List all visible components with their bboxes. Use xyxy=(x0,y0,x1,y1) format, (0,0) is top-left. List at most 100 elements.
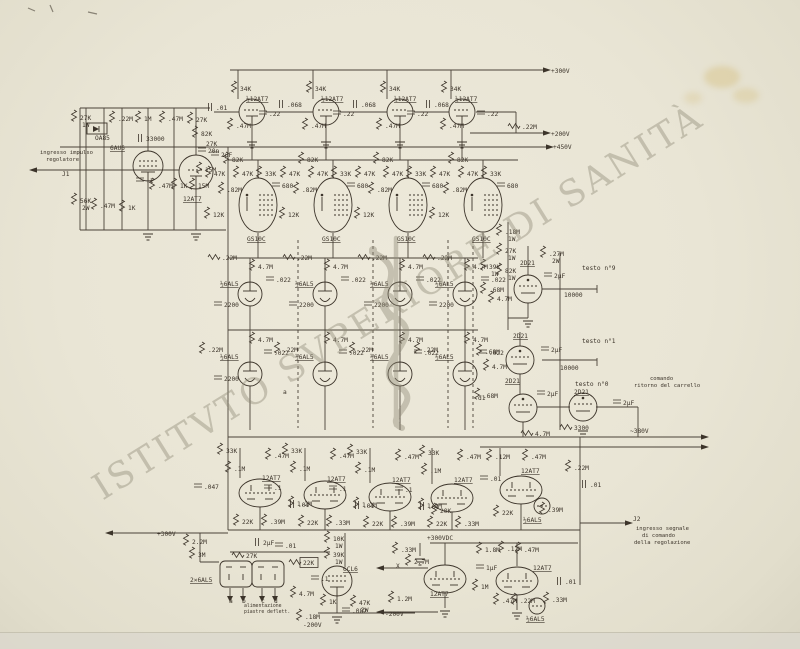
component-label: 34K xyxy=(315,86,326,93)
component-label: 680 xyxy=(432,183,443,190)
resistor-symbol xyxy=(430,502,438,515)
vacuum-tube-tri xyxy=(312,98,340,126)
resistor-symbol xyxy=(390,515,398,528)
paper-stain xyxy=(733,88,759,103)
component-label: 22K xyxy=(303,560,314,567)
resistor-symbol xyxy=(457,165,465,178)
component-label: .068 xyxy=(361,102,376,109)
capacitor-symbol xyxy=(480,475,488,480)
vacuum-tube-twin xyxy=(495,566,539,596)
vacuum-tube-sm xyxy=(528,597,546,615)
component-label: 27K xyxy=(80,115,91,122)
resistor-symbol xyxy=(497,540,505,553)
component-label: regolatore xyxy=(46,157,79,163)
component-label: .47M xyxy=(385,123,400,130)
vacuum-tube-thy xyxy=(505,345,535,375)
resistor-symbol xyxy=(492,504,500,517)
capacitor-symbol xyxy=(211,151,219,156)
resistor-symbol xyxy=(295,608,303,621)
component-label: .82M xyxy=(227,187,242,194)
resistor-symbol xyxy=(426,515,434,528)
component-label: .33M xyxy=(401,547,416,554)
component-label: .22M xyxy=(423,347,438,354)
component-label: ½6AL5 xyxy=(220,280,239,288)
component-label: 1W xyxy=(491,271,499,278)
component-label: piastre deflett. xyxy=(244,609,290,615)
resistor-symbol xyxy=(282,253,296,261)
resistor-symbol xyxy=(413,341,421,354)
component-label: ½6AL5 xyxy=(370,353,389,361)
resistor-symbol xyxy=(70,109,78,122)
component-label: 33K xyxy=(415,171,426,178)
resistor-symbol xyxy=(186,111,194,124)
resistor-symbol xyxy=(559,423,573,431)
component-label: .39M xyxy=(548,507,563,514)
component-label: .47M xyxy=(168,116,183,123)
capacitor-symbol xyxy=(407,110,415,115)
resistor-symbol xyxy=(191,125,199,138)
resistor-symbol xyxy=(429,165,437,178)
resistor-symbol xyxy=(346,443,354,456)
resistor-symbol xyxy=(564,459,572,472)
component-label: 3300 xyxy=(574,425,589,432)
resistor-symbol xyxy=(475,343,483,356)
component-label: 27K xyxy=(246,553,257,560)
resistor-symbol xyxy=(479,258,487,271)
component-label: 15M xyxy=(205,167,216,174)
resistor-symbol xyxy=(542,591,550,604)
resistor-symbol xyxy=(248,258,256,271)
boxed-label-outline xyxy=(299,557,319,568)
paper-stain xyxy=(684,92,702,104)
component-label: 2200 xyxy=(224,302,239,309)
resistor-symbol xyxy=(297,514,305,527)
component-label: 33K xyxy=(340,171,351,178)
component-label: 4.7M xyxy=(333,337,348,344)
vacuum-tube-dek xyxy=(313,177,353,233)
component-label: .1 xyxy=(339,486,347,493)
component-label: 2µF xyxy=(623,400,634,407)
vacuum-tube-rect xyxy=(219,560,253,588)
component-label: 82K xyxy=(457,157,468,164)
capacitor-symbol xyxy=(544,272,552,277)
vacuum-tube-twin xyxy=(238,478,282,508)
component-label: .22M xyxy=(358,347,373,354)
component-label: 4.7M xyxy=(408,264,423,271)
capacitor-symbol xyxy=(341,276,349,281)
capacitor-symbol xyxy=(275,542,283,547)
component-label: 12K xyxy=(438,212,449,219)
vacuum-tube-twin xyxy=(423,564,467,594)
resistor-symbol xyxy=(287,495,295,508)
resistor-symbol xyxy=(428,206,436,219)
component-label: 680 xyxy=(357,183,368,190)
capacitor-symbol xyxy=(476,564,484,569)
component-label: 27K xyxy=(505,248,516,255)
component-label: .22M xyxy=(297,255,312,262)
component-label: 10K xyxy=(333,536,344,543)
resistor-symbol xyxy=(391,541,399,554)
component-label: .22M xyxy=(574,465,589,472)
component-label: 2D21 xyxy=(574,389,589,396)
component-label: .27M xyxy=(549,251,564,258)
component-label: ½6AL5 xyxy=(295,280,314,288)
resistor-symbol xyxy=(323,331,331,344)
component-label: d1 xyxy=(478,395,486,402)
component-label: .01 xyxy=(590,482,601,489)
resistor-symbol xyxy=(108,110,116,123)
resistor-symbol xyxy=(216,442,224,455)
component-label: .01 xyxy=(565,579,576,586)
resistor-symbol xyxy=(292,181,300,194)
component-label: .47M xyxy=(274,453,289,460)
component-label: .47M xyxy=(466,454,481,461)
resistor-symbol xyxy=(447,151,455,164)
component-label: .01 xyxy=(298,502,309,509)
vacuum-tube-dio xyxy=(387,361,413,387)
component-label: 1µF xyxy=(486,565,497,572)
component-label: 47K xyxy=(289,171,300,178)
component-label: 1M xyxy=(144,116,152,123)
component-label: della regolazione xyxy=(634,540,690,546)
component-label: 56K xyxy=(80,198,91,205)
component-label: testo n°0 xyxy=(575,380,609,388)
component-label: 22K xyxy=(502,510,513,517)
vacuum-tube-tri xyxy=(178,154,214,190)
component-label: .68M xyxy=(485,349,500,356)
